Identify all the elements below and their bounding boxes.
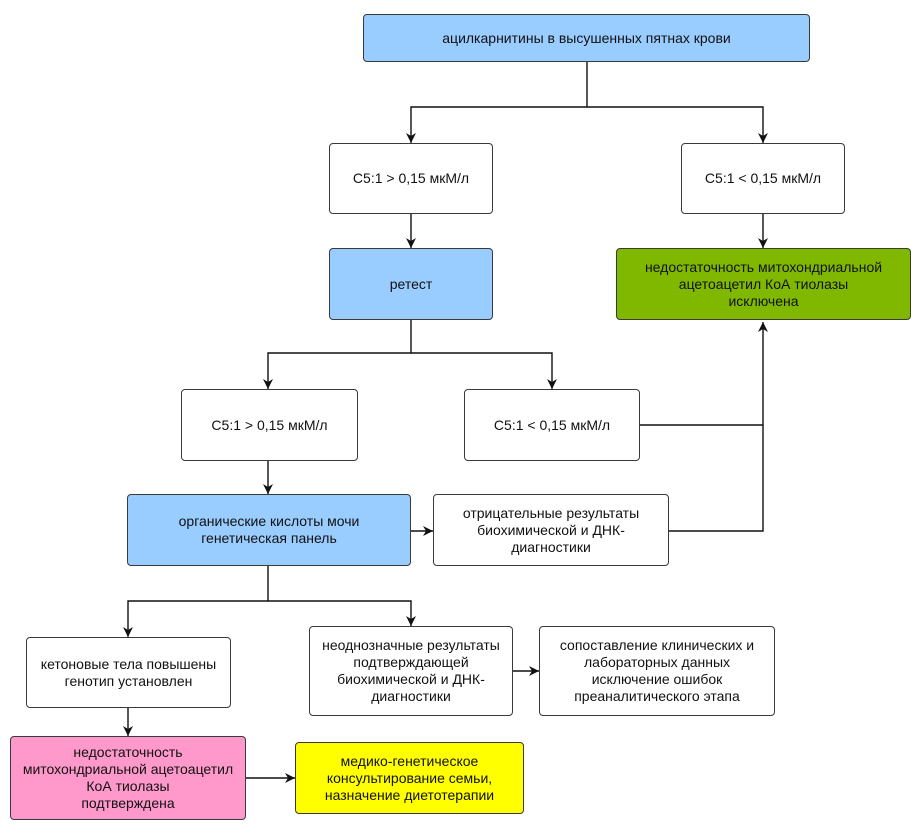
node-confirmed-label: недостаточность митохондриальной ацетоац…	[22, 744, 234, 811]
node-c51-low-2-label: C5:1 < 0,15 мкМ/л	[493, 416, 611, 433]
node-acylcarnitines-label: ацилкарнитины в высушенных пятнах крови	[442, 29, 731, 46]
node-c51-high-1: C5:1 > 0,15 мкМ/л	[329, 143, 493, 214]
edge-acyl-to-high1	[406, 62, 588, 143]
node-c51-low-1-label: C5:1 < 0,15 мкМ/л	[704, 170, 822, 186]
node-counseling-label: медико-генетическое консультирование сем…	[324, 752, 495, 803]
node-confirmed: недостаточность митохондриальной ацетоац…	[10, 736, 246, 820]
node-organic-acids: органические кислоты мочи генетическая п…	[127, 494, 411, 566]
node-organic-acids-label: органические кислоты мочи генетическая п…	[178, 513, 360, 546]
node-retest-label: ретест	[389, 275, 433, 292]
edge-acyl-to-low1	[587, 106, 768, 143]
node-c51-high-1-label: C5:1 > 0,15 мкМ/л	[352, 170, 470, 186]
node-excluded: недостаточность митохондриальной ацетоац…	[616, 248, 911, 320]
node-ambiguous: неоднозначные результаты подтверждающей …	[309, 626, 513, 716]
node-ambiguous-label: неоднозначные результаты подтверждающей …	[322, 637, 500, 704]
edge-retest-to-high2	[263, 320, 412, 389]
node-c51-low-2: C5:1 < 0,15 мкМ/л	[464, 389, 640, 461]
node-negative-results-label: отрицательные результаты биохимической и…	[462, 504, 640, 555]
node-c51-high-2: C5:1 > 0,15 мкМ/л	[181, 389, 358, 461]
node-acylcarnitines: ацилкарнитины в высушенных пятнах крови	[363, 14, 810, 62]
node-counseling: медико-генетическое консультирование сем…	[295, 742, 524, 814]
edge-low2-to-excluded	[640, 322, 768, 426]
edge-organic-to-ketones	[123, 566, 269, 637]
node-comparison: сопоставление клинических и лабораторных…	[539, 626, 775, 716]
node-excluded-label: недостаточность митохондриальной ацетоац…	[644, 258, 883, 309]
node-c51-high-2-label: C5:1 > 0,15 мкМ/л	[211, 416, 328, 433]
edge-organic-to-ambiguous	[268, 600, 416, 626]
node-comparison-label: сопоставление клинических и лабораторных…	[559, 637, 755, 704]
node-retest: ретест	[329, 248, 493, 320]
node-negative-results: отрицательные результаты биохимической и…	[433, 494, 669, 566]
edge-negative-to-excluded	[669, 425, 764, 532]
node-ketones-label: кетоновые тела повышены генотип установл…	[40, 655, 217, 689]
edge-retest-to-low2	[411, 352, 557, 389]
node-ketones: кетоновые тела повышены генотип установл…	[26, 637, 231, 708]
node-c51-low-1: C5:1 < 0,15 мкМ/л	[681, 143, 845, 214]
